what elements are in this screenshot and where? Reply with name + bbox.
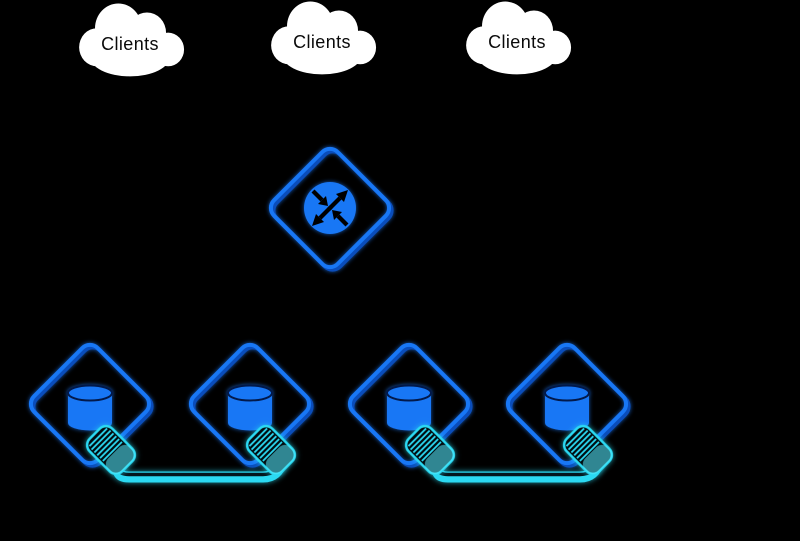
- cloud-label: Clients: [488, 32, 546, 52]
- client-cloud-3: Clients: [466, 1, 572, 75]
- router-node: [268, 146, 394, 272]
- cloud-label: Clients: [101, 34, 159, 54]
- client-cloud-1: Clients: [79, 3, 185, 77]
- router-crossed-arrows-icon: [304, 182, 356, 234]
- diamond-outline: [268, 146, 392, 270]
- client-cloud-2: Clients: [271, 1, 377, 75]
- cloud-label: Clients: [293, 32, 351, 52]
